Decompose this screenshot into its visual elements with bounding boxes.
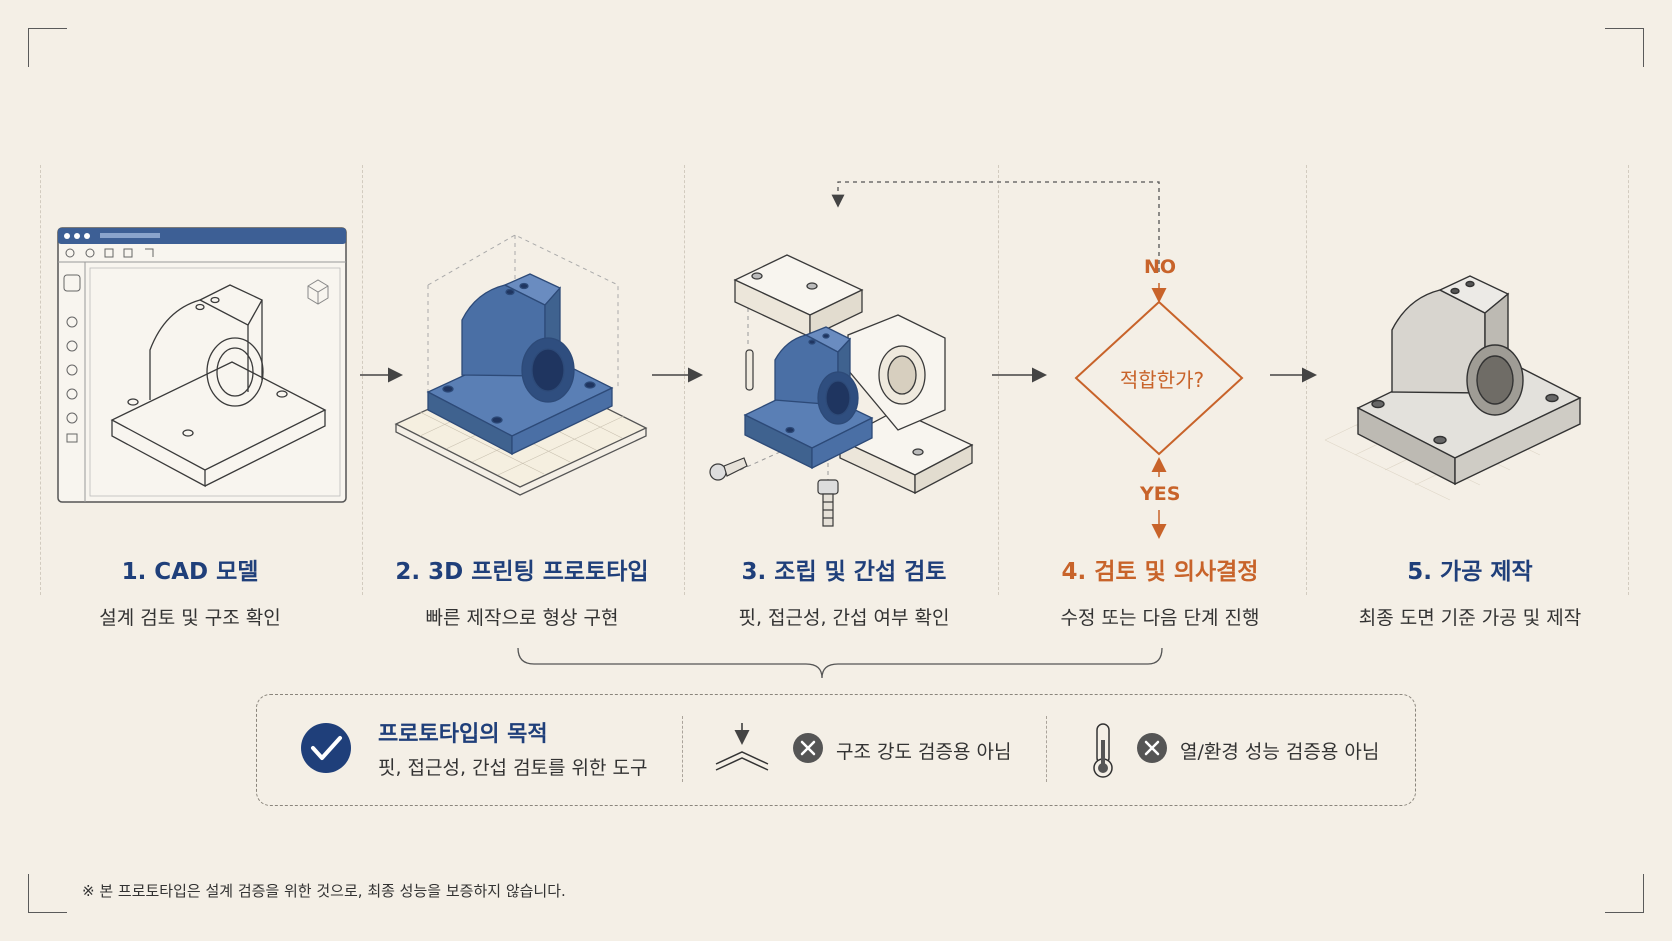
purpose-title: 프로토타입의 목적: [378, 722, 548, 747]
cad-window-icon: [57, 227, 347, 503]
decision-yes-label: YES: [1140, 483, 1181, 505]
guide-line: [1628, 165, 1629, 595]
step-1-desc: 설계 검토 및 구조 확인: [99, 607, 281, 629]
frame-corner-bottom-right: [1605, 874, 1644, 913]
printed-prototype-illustration: [394, 234, 648, 496]
frame-corner-bottom-left: [28, 874, 67, 913]
machined-part-illustration: [1324, 275, 1582, 501]
scope-bracket: [517, 647, 1163, 679]
purpose-divider: [1046, 716, 1047, 782]
x-circle-icon: [1137, 733, 1167, 763]
step-3-title: 3. 조립 및 간섭 검토: [741, 559, 947, 585]
x-circle-icon: [793, 733, 823, 763]
not-for-strength-label: 구조 강도 검증용 아님: [836, 741, 1012, 763]
step-1-title: 1. CAD 모델: [121, 559, 259, 585]
decision-diamond: [1074, 283, 1244, 539]
purpose-divider: [682, 716, 683, 782]
footnote: ※ 본 프로토타입은 설계 검증을 위한 것으로, 최종 성능을 보증하지 않습…: [82, 882, 566, 900]
purpose-subtitle: 핏, 접근성, 간섭 검토를 위한 도구: [378, 757, 648, 779]
load-arrow-icon: [715, 723, 769, 771]
guide-line: [362, 165, 363, 595]
guide-line: [40, 165, 41, 595]
guide-line: [998, 165, 999, 595]
frame-corner-top-left: [28, 28, 67, 67]
guide-line: [684, 165, 685, 595]
step-4-desc: 수정 또는 다음 단계 진행: [1060, 607, 1260, 629]
check-circle-icon: [301, 723, 351, 773]
step-2-desc: 빠른 제작으로 형상 구현: [425, 607, 619, 629]
thermometer-icon: [1093, 723, 1113, 778]
step-3-desc: 핏, 접근성, 간섭 여부 확인: [738, 607, 950, 629]
step-5-title: 5. 가공 제작: [1407, 559, 1533, 585]
decision-no-label: NO: [1144, 256, 1177, 278]
loop-back-arrow: [831, 181, 1160, 272]
not-for-thermal-label: 열/환경 성능 검증용 아님: [1180, 741, 1380, 763]
frame-corner-top-right: [1605, 28, 1644, 67]
step-2-title: 2. 3D 프린팅 프로토타입: [395, 559, 649, 585]
purpose-box: [256, 694, 1416, 806]
assembly-illustration: [709, 254, 974, 527]
decision-question: 적합한가?: [1119, 368, 1205, 392]
step-5-desc: 최종 도면 기준 가공 및 제작: [1358, 607, 1582, 629]
step-4-title: 4. 검토 및 의사결정: [1061, 559, 1259, 585]
